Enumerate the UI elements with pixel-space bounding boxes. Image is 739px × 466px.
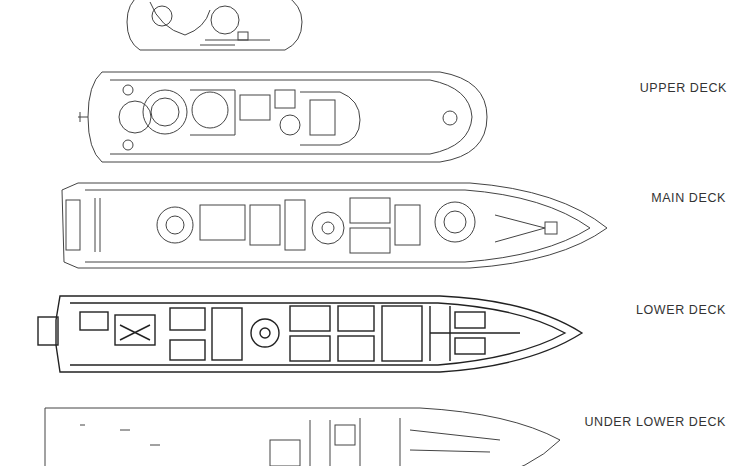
deck-label: UPPER DECK: [639, 81, 728, 95]
lower-deck: [38, 296, 582, 372]
deck-label: LOWER DECK: [635, 303, 727, 317]
under-lower-deck: [45, 408, 560, 466]
deck-label: MAIN DECK: [650, 191, 727, 205]
main-deck: [62, 183, 607, 268]
deck-label: UNDER LOWER DECK: [583, 415, 727, 429]
sun-deck: [127, 0, 302, 50]
upper-deck: [78, 72, 487, 162]
